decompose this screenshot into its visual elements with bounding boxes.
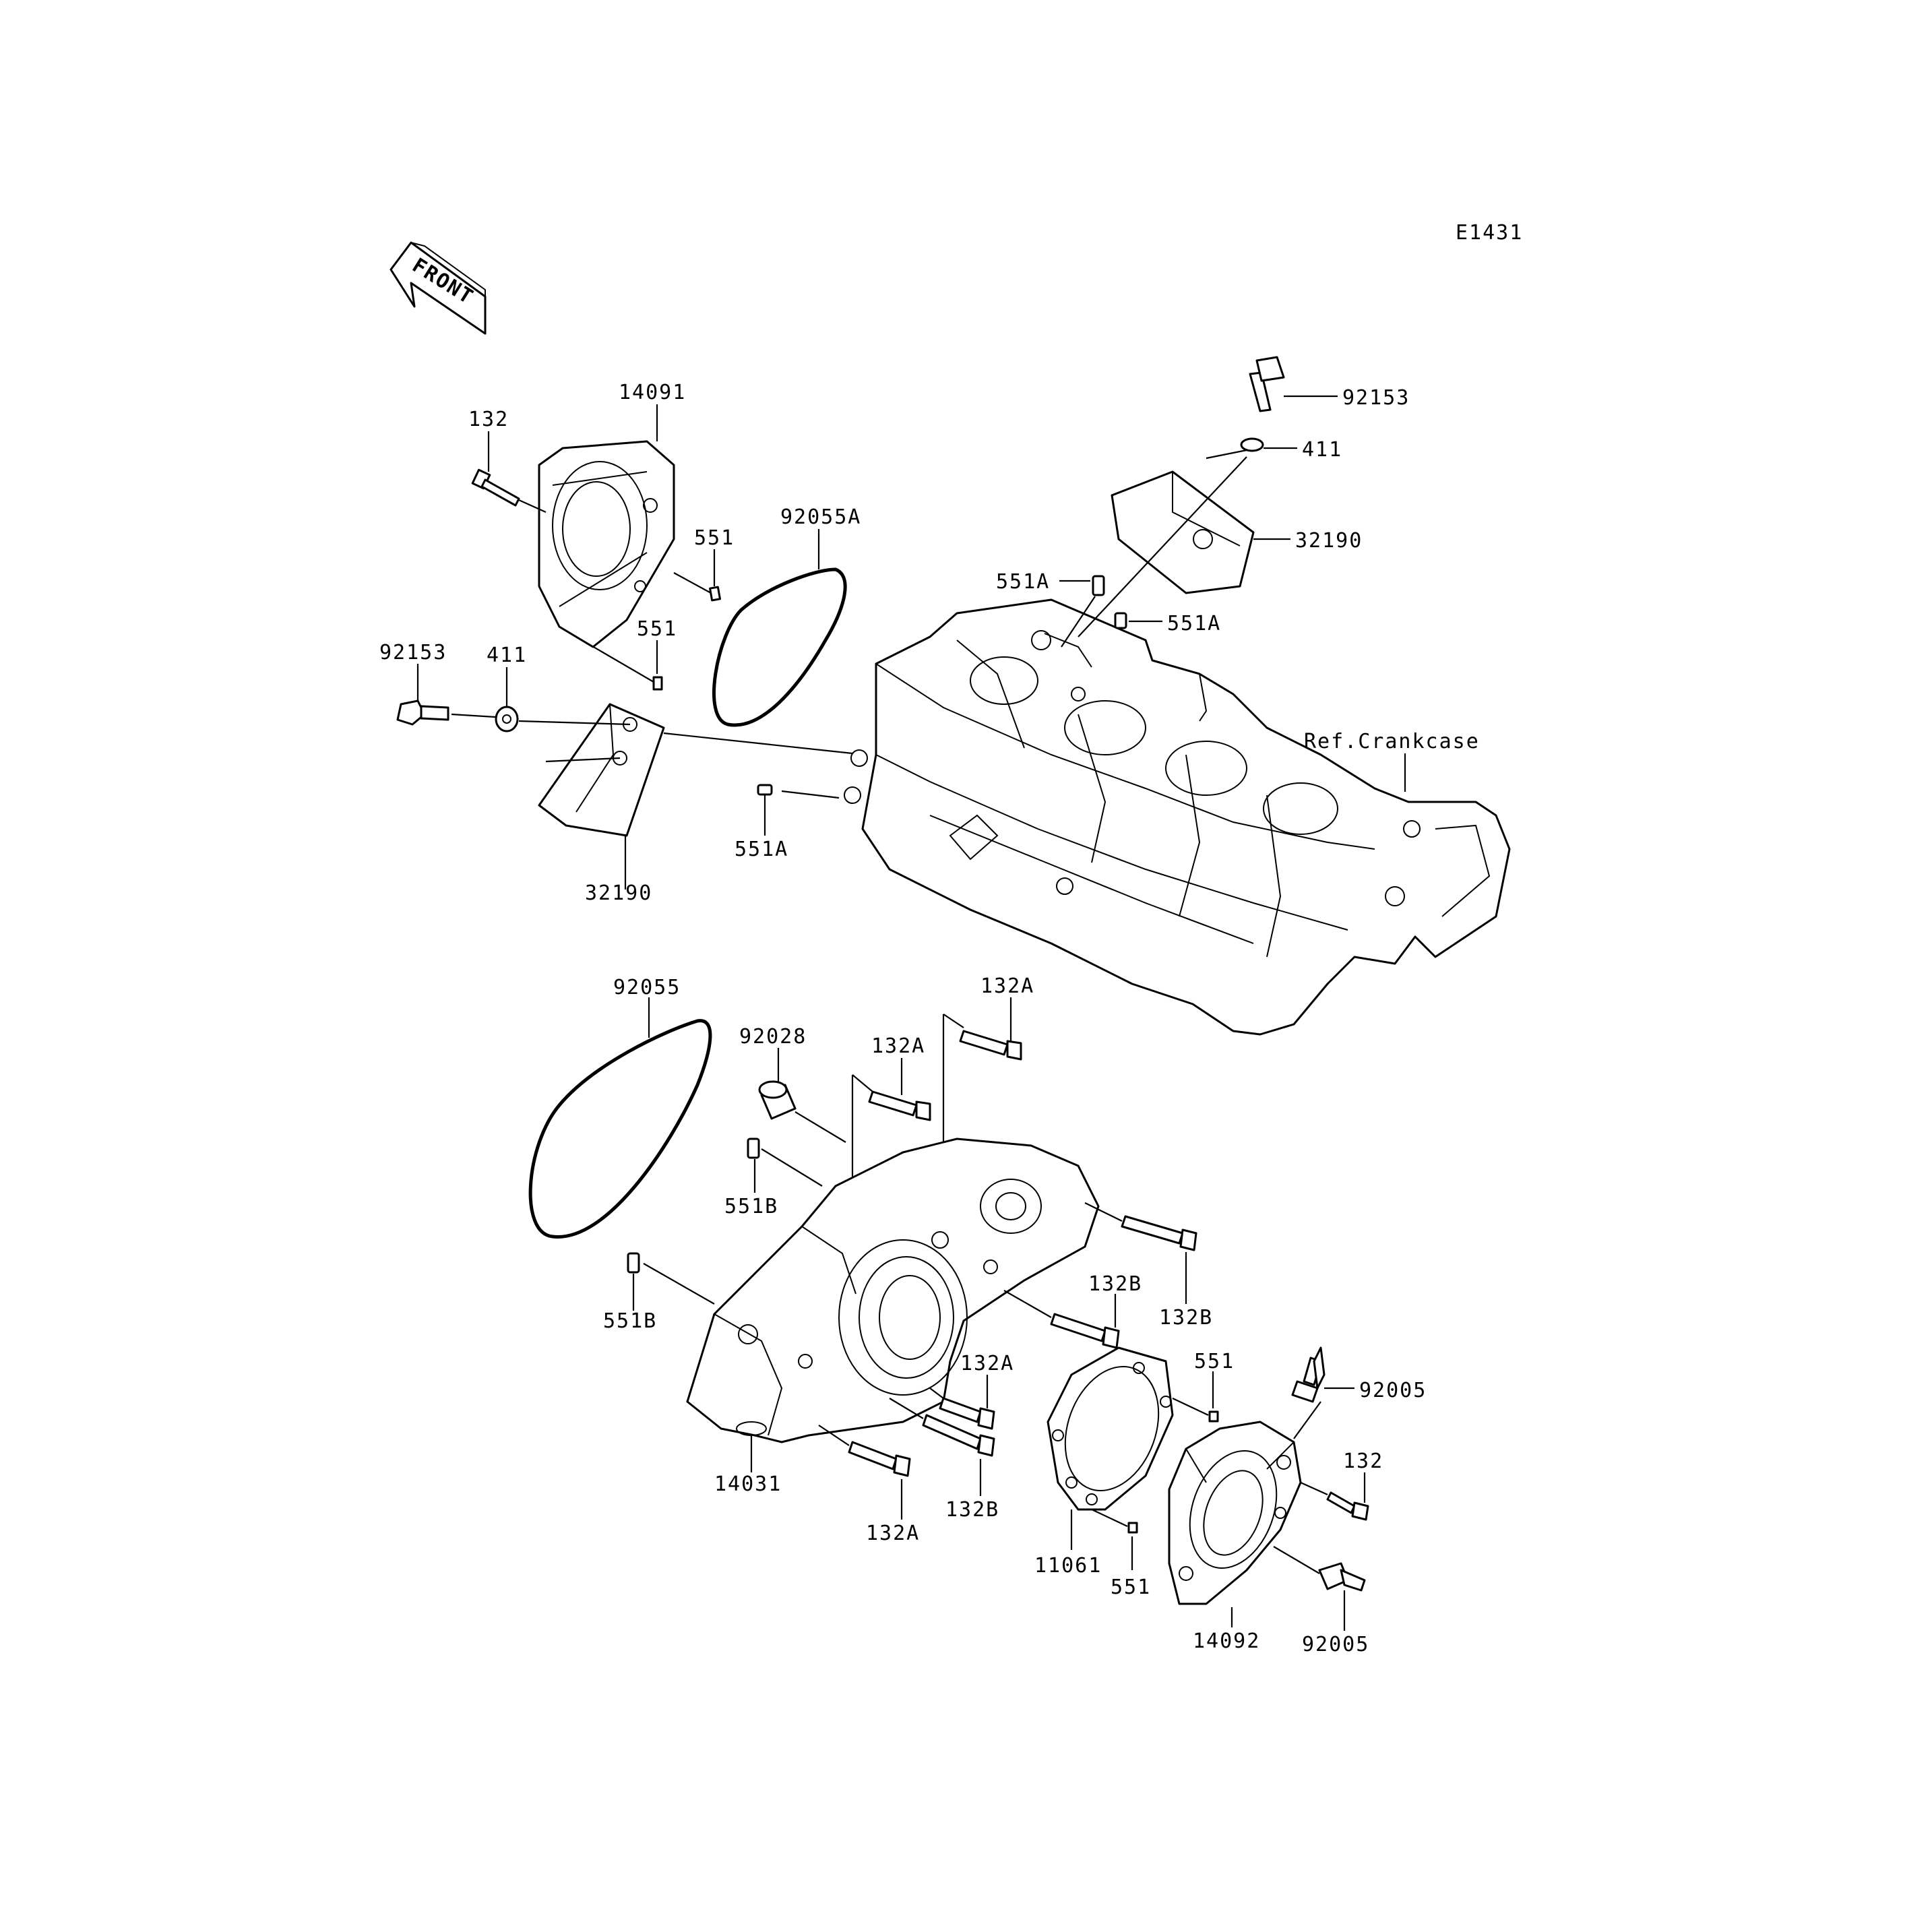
callout-132A: 132A [866,1522,920,1545]
callout-92005: 92005 [1359,1379,1427,1402]
callout-132B: 132B [1088,1272,1142,1296]
o-ring-92055A [712,567,847,727]
diagram-code: E1431 [1456,221,1523,245]
bolt-132B [1050,1313,1120,1349]
callout-551B: 551B [603,1309,657,1333]
callout-132: 132 [1343,1450,1383,1473]
pin-551B [627,1252,640,1274]
callout-11061: 11061 [1034,1554,1102,1578]
pin-551 [709,586,721,602]
callout-132A: 132A [960,1352,1014,1375]
bracket-32190 [538,703,665,837]
gasket-11061 [1047,1346,1174,1511]
bolt-132A [868,1090,931,1121]
bracket-32190 [1111,470,1255,594]
pin-551A [757,784,773,796]
crankcase [844,598,1511,1036]
callout-551: 551 [1194,1350,1235,1373]
bolt-132 [1326,1491,1369,1521]
bolt-132 [471,468,520,507]
callout-551: 551 [694,526,735,550]
callout-14031: 14031 [714,1472,782,1496]
cover-14092 [1168,1421,1302,1605]
cover-14031 [686,1138,1100,1443]
washer-411 [1240,437,1264,452]
callout-551A: 551A [1167,612,1221,635]
callout-32190: 32190 [1295,529,1363,553]
washer-411 [495,706,519,733]
callout-32190: 32190 [585,881,652,905]
callout-551: 551 [637,617,677,641]
callout-551A: 551A [735,838,788,861]
callout-92153: 92153 [379,641,447,664]
bolt-132A [848,1441,911,1477]
cover-14091 [538,440,675,648]
callout-92055: 92055 [613,976,681,999]
pin-551A [1114,612,1127,629]
pin-551B [747,1138,760,1159]
o-ring-92055 [528,1019,712,1239]
callout-92055A: 92055A [780,505,861,529]
bolt-92153 [1249,356,1285,412]
fitting-92005 [1318,1562,1366,1592]
callout-551A: 551A [996,570,1050,594]
bolt-92153 [396,699,449,726]
pin-551 [652,676,663,691]
callout-411: 411 [487,644,527,667]
front-arrow-icon: FRONT [389,241,487,335]
callout-132B: 132B [945,1498,999,1522]
pin-551A [1092,575,1105,596]
bolt-132B [1121,1215,1197,1251]
callout-132A: 132A [871,1034,925,1058]
crankcase-ref: Ref.Crankcase [1304,730,1480,753]
callout-92153: 92153 [1342,386,1410,410]
bolt-132A [939,1397,995,1430]
callout-14091: 14091 [619,381,686,404]
callout-132B: 132B [1159,1306,1213,1330]
callout-411: 411 [1302,438,1342,462]
bolt-132A [959,1030,1022,1061]
callout-132: 132 [468,408,509,431]
pin-551 [1127,1522,1138,1534]
pin-551 [1208,1410,1219,1423]
callout-92005: 92005 [1302,1633,1369,1656]
callout-551B: 551B [724,1195,778,1218]
callout-132A: 132A [980,974,1034,998]
bushing-92028 [758,1080,797,1120]
callout-551: 551 [1111,1576,1151,1599]
callout-14092: 14092 [1193,1629,1260,1653]
callout-92028: 92028 [739,1025,807,1049]
bolt-132B [922,1414,995,1457]
fitting-92005 [1291,1346,1326,1403]
